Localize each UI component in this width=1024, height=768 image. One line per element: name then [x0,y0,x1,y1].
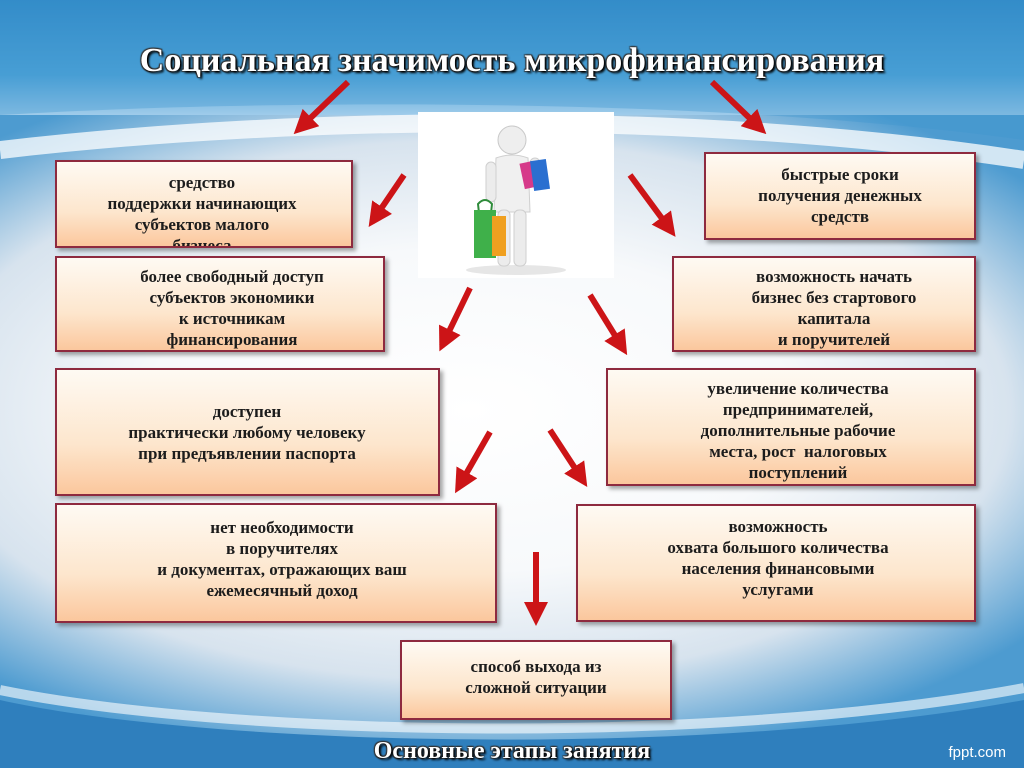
box-text: более свободный доступ субъектов экономи… [140,267,324,349]
shopper-figure-image [418,112,614,278]
footer-caption: Основные этапы занятия [373,738,651,764]
arrow-to-entrepreneurs [587,293,628,356]
box-support-small-business: средство поддержки начинающих субъектов … [55,160,353,248]
slide-title: Социальная значимость микрофинансировани… [139,42,885,79]
box-text: способ выхода из сложной ситуации [465,657,607,697]
box-text: увеличение количества предпринимателей, … [700,379,896,482]
box-text: возможность начать бизнес без стартового… [751,267,917,349]
arrow-to-start-capital [627,173,676,237]
box-text: доступен практически любому человеку при… [128,402,366,463]
person-with-bags-icon [466,125,566,275]
box-no-guarantors: нет необходимости в поручителях и докуме… [55,503,497,623]
box-way-out: способ выхода из сложной ситуации [400,640,672,720]
arrow-to-fast-terms [709,79,767,135]
box-wide-coverage: возможность охвата большого количества н… [576,504,976,622]
arrow-to-passport [439,286,473,352]
header-band [0,0,1024,115]
box-text: возможность охвата большого количества н… [667,517,889,599]
box-text: средство поддержки начинающих субъектов … [107,173,297,248]
arrow-to-no-guarantors [455,430,493,494]
box-start-without-capital: возможность начать бизнес без стартового… [672,256,976,352]
arrow-to-free-access [368,173,407,227]
arrow-to-support [293,79,351,135]
box-free-access: более свободный доступ субъектов экономи… [55,256,385,352]
box-text: быстрые сроки получения денежных средств [758,165,922,226]
brand-logo-text: fppt.com [948,744,1006,761]
box-more-entrepreneurs: увеличение количества предпринимателей, … [606,368,976,486]
box-available-passport: доступен практически любому человеку при… [55,368,440,496]
arrow-to-coverage [547,428,588,488]
box-text: нет необходимости в поручителях и докуме… [157,518,407,600]
box-fast-terms: быстрые сроки получения денежных средств [704,152,976,240]
